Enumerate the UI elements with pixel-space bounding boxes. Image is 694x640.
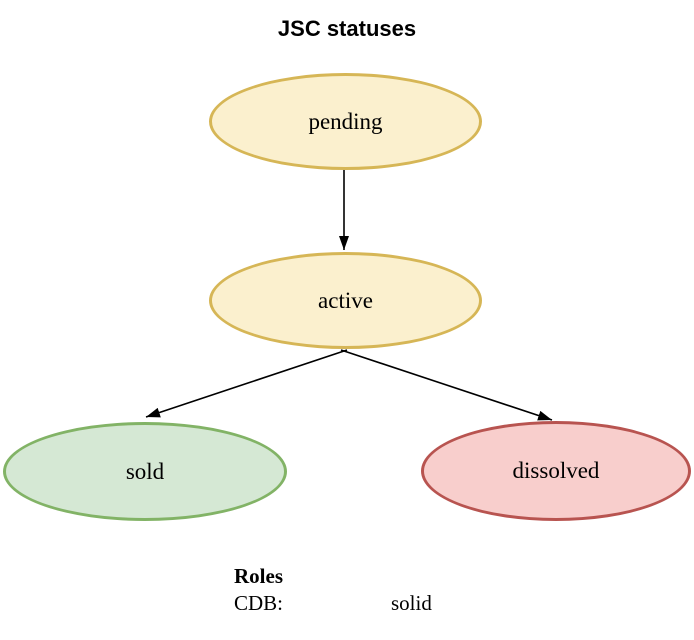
diagram-title: JSC statuses: [277, 16, 417, 41]
node-active: active: [209, 252, 482, 349]
node-dissolved-label: dissolved: [512, 458, 600, 483]
node-active-label: active: [318, 287, 373, 313]
node-sold-label: sold: [125, 458, 165, 484]
edge-active-sold: [145, 349, 348, 418]
edge-active-dissolved: [340, 349, 553, 421]
node-sold: sold: [3, 422, 287, 521]
node-pending-label: pending: [308, 108, 383, 134]
node-dissolved: dissolved: [421, 421, 691, 521]
node-pending: pending: [209, 73, 482, 170]
